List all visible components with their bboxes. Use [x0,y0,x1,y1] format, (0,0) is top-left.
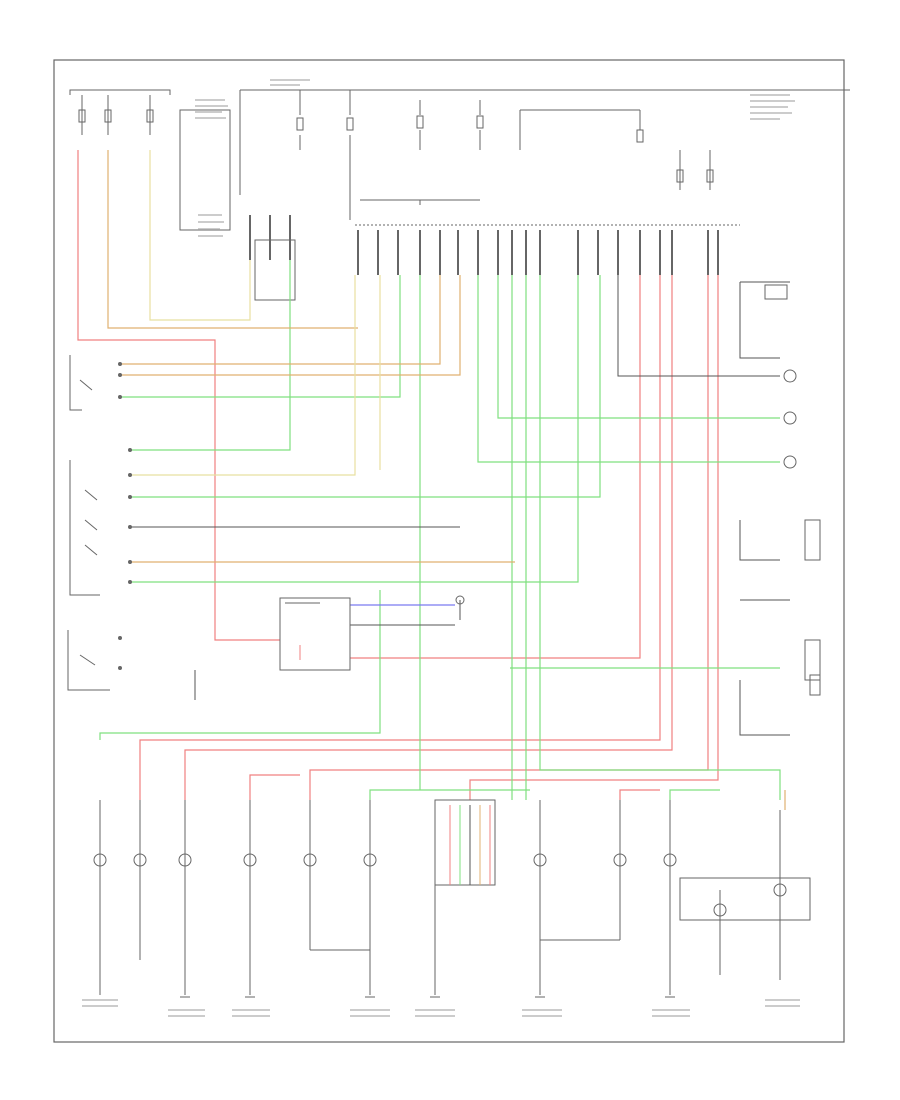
red-wires [77,150,719,800]
combination-switch [67,355,351,691]
connector-stubs [249,215,719,275]
fuse-symbols [78,109,714,183]
fuse-block-top [69,89,850,301]
orange-wires [107,150,786,810]
label-blocks [195,79,795,237]
black-wires [130,275,790,736]
bottom-label-blocks [82,999,800,1017]
diagram-frame [53,59,845,1043]
green-wires [99,260,781,800]
bottom-lamps [93,799,811,998]
right-components [455,284,821,696]
yellow-wires [130,150,381,476]
